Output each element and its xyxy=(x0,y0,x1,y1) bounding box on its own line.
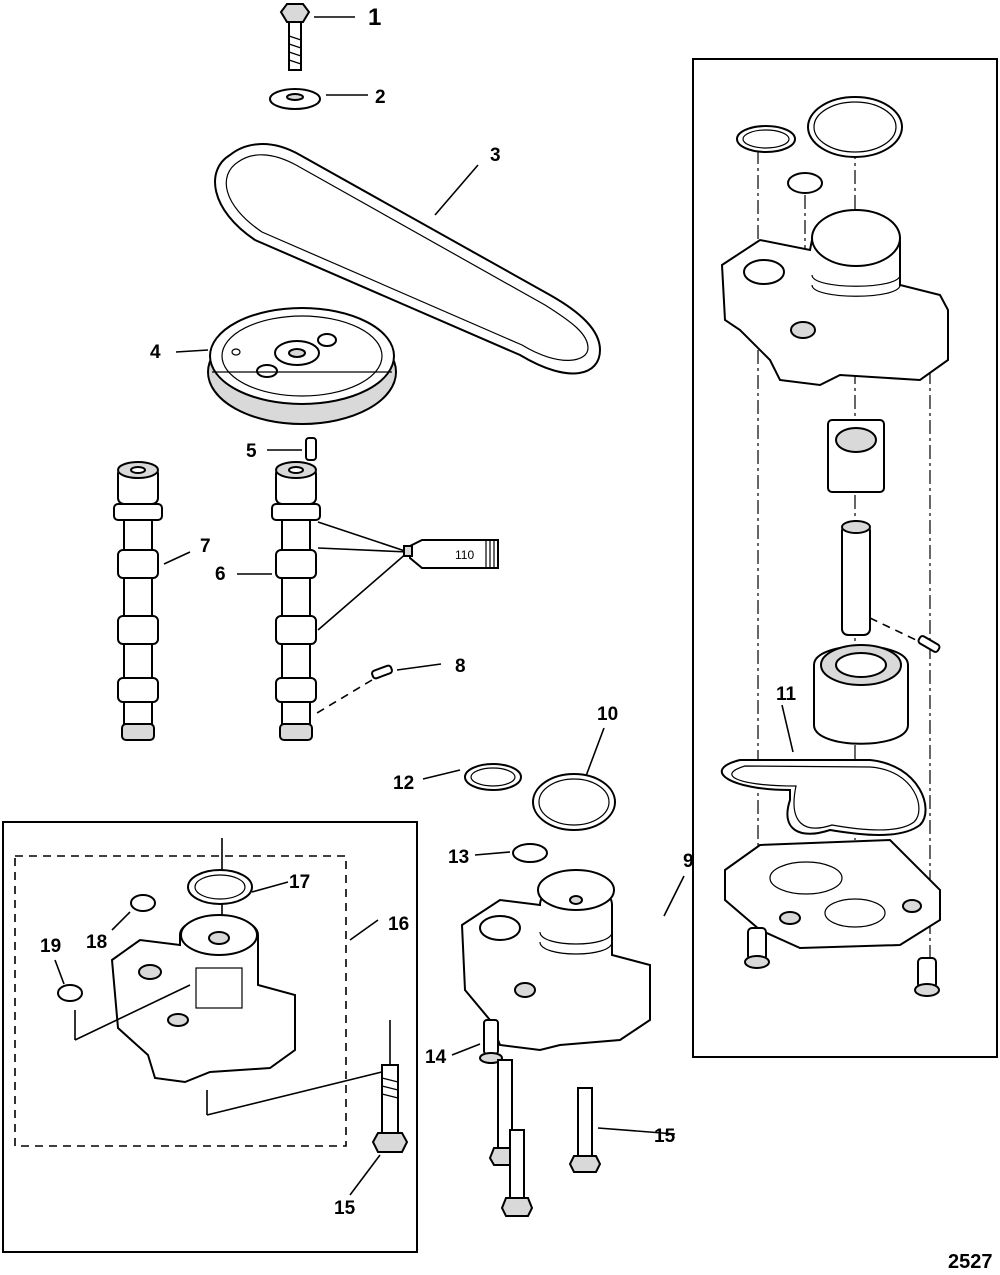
o-ring-10 xyxy=(532,773,616,831)
callout-15-kit: 15 xyxy=(334,1198,356,1219)
callout-19: 19 xyxy=(40,936,61,957)
callout-6: 6 xyxy=(215,564,226,585)
figure-number: 2527 xyxy=(948,1251,993,1273)
kit-dashed-frame xyxy=(14,855,347,1147)
bolt-1 xyxy=(279,3,311,71)
callout-2: 2 xyxy=(375,87,386,108)
o-ring-12 xyxy=(464,763,522,791)
callout-11: 11 xyxy=(776,684,797,705)
pump-exploded-view xyxy=(720,96,949,997)
callout-3: 3 xyxy=(490,145,501,166)
callout-4: 4 xyxy=(150,342,161,363)
callout-13: 13 xyxy=(448,847,469,868)
callout-10: 10 xyxy=(597,704,618,725)
pump-detail-frame xyxy=(692,58,998,1058)
service-kit-16 xyxy=(57,838,409,1153)
timing-belt-3 xyxy=(214,143,602,375)
callout-8: 8 xyxy=(455,656,466,677)
tube-label: 110 xyxy=(455,548,474,562)
screw-14 xyxy=(479,1019,503,1064)
callout-5: 5 xyxy=(246,441,257,462)
cam-sprocket-4 xyxy=(207,307,397,425)
callout-18: 18 xyxy=(86,932,107,953)
camshaft-7 xyxy=(113,461,163,741)
o-ring-13 xyxy=(512,843,548,863)
callout-7: 7 xyxy=(200,536,211,557)
camshaft-6 xyxy=(271,461,321,741)
pin-8 xyxy=(311,664,393,717)
callout-1: 1 xyxy=(368,4,381,31)
callout-9: 9 xyxy=(683,851,694,872)
washer-2 xyxy=(269,88,321,110)
dowel-pin-5 xyxy=(305,437,317,461)
callout-17: 17 xyxy=(289,872,310,893)
bolts-15-center xyxy=(488,1059,602,1217)
service-kit-frame xyxy=(2,821,418,1253)
callout-15-center: 15 xyxy=(654,1126,676,1147)
callout-12: 12 xyxy=(393,773,414,794)
sealant-tube: 110 xyxy=(317,521,499,631)
callout-16: 16 xyxy=(388,914,409,935)
oil-pump-9 xyxy=(460,869,651,1052)
callout-14: 14 xyxy=(425,1047,447,1068)
leader-lines xyxy=(54,16,794,1196)
